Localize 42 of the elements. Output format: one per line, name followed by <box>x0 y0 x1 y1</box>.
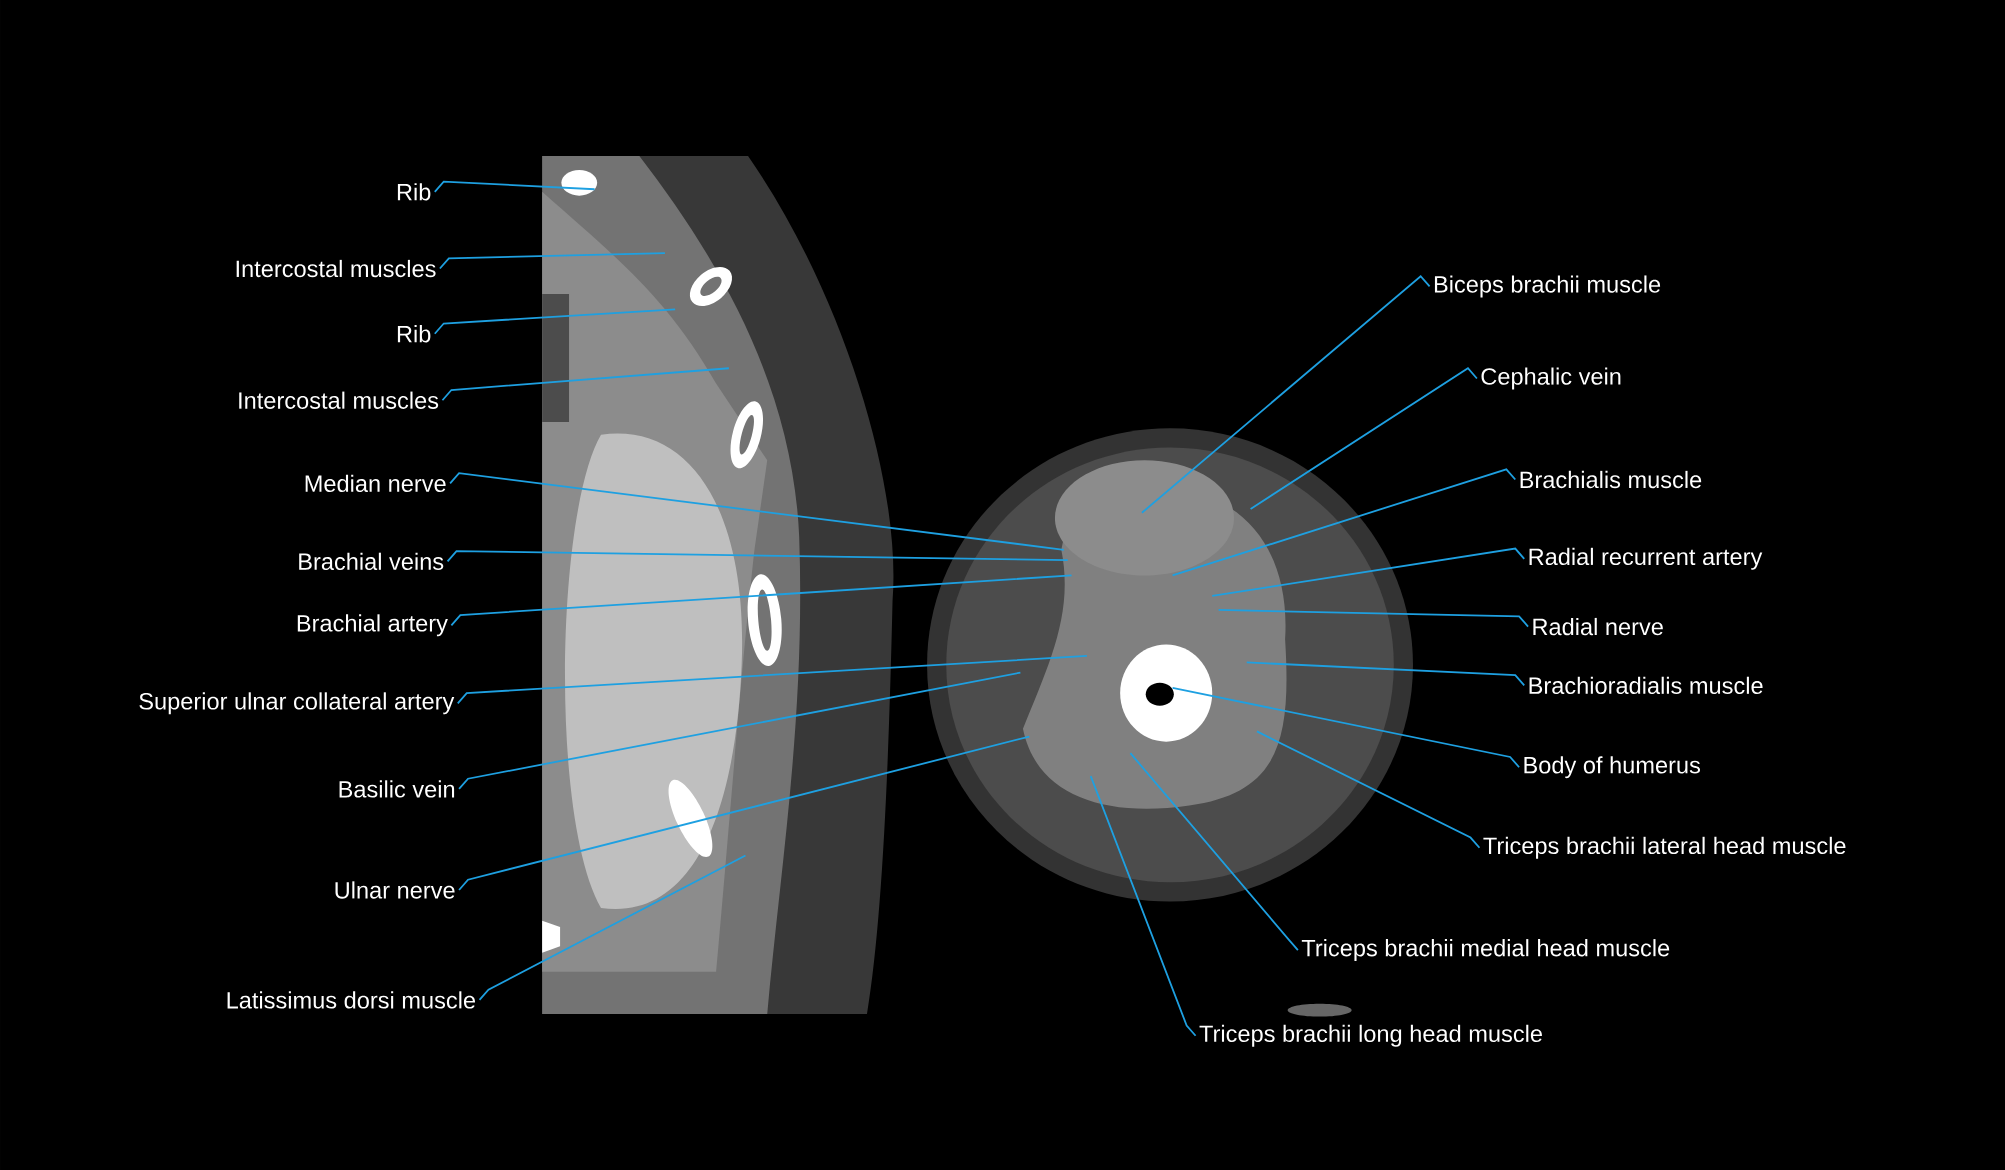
label-text: Cephalic vein <box>1481 367 1621 390</box>
leader-line <box>1217 609 1529 628</box>
leader-line <box>478 854 747 1001</box>
label-text: Radial nerve <box>1533 617 1663 636</box>
label-text: Ulnar nerve <box>335 881 455 899</box>
leader-line <box>441 367 730 402</box>
leader-line <box>1129 752 1299 951</box>
label-text: Rib <box>397 325 431 343</box>
leader-line <box>1256 730 1481 849</box>
leader-line <box>446 550 1069 563</box>
label-text: Median nerve <box>305 474 446 492</box>
label-text: Biceps brachii muscle <box>1434 275 1661 298</box>
label-text: Superior ulnar collateral artery <box>139 692 455 715</box>
leader-line <box>433 180 596 193</box>
leader-line <box>1141 274 1431 514</box>
label-text: Triceps brachii long head muscle <box>1199 1024 1542 1047</box>
leader-line <box>458 735 1031 891</box>
leader-line <box>1171 687 1520 769</box>
leader-line <box>1211 547 1526 597</box>
label-text: Brachial veins <box>299 552 444 570</box>
leader-line <box>433 308 677 335</box>
label-text: Triceps brachii medial head muscle <box>1301 939 1670 962</box>
label-text: Rib <box>397 183 431 201</box>
label-text: Body of humerus <box>1524 756 1700 779</box>
leader-line <box>1245 661 1526 687</box>
label-text: Brachioradialis muscle <box>1529 676 1763 695</box>
label-text: Intercostal muscles <box>239 391 439 409</box>
label-text: Latissimus dorsi muscle <box>227 991 475 1009</box>
leader-line <box>1249 367 1478 510</box>
leader-line <box>1171 468 1517 577</box>
label-text: Intercostal muscles <box>236 259 436 278</box>
leader-line <box>449 472 1065 551</box>
leader-line <box>1089 775 1197 1037</box>
leader-line <box>450 574 1073 627</box>
label-text: Triceps brachii lateral head muscle <box>1483 836 1846 859</box>
label-text: Brachial artery <box>297 614 448 637</box>
label-text: Brachialis muscle <box>1520 470 1702 489</box>
leader-line <box>458 671 1022 790</box>
label-text: Radial recurrent artery <box>1529 547 1763 570</box>
label-text: Basilic vein <box>339 780 455 798</box>
leader-line <box>439 252 666 270</box>
leader-line <box>456 655 1088 705</box>
